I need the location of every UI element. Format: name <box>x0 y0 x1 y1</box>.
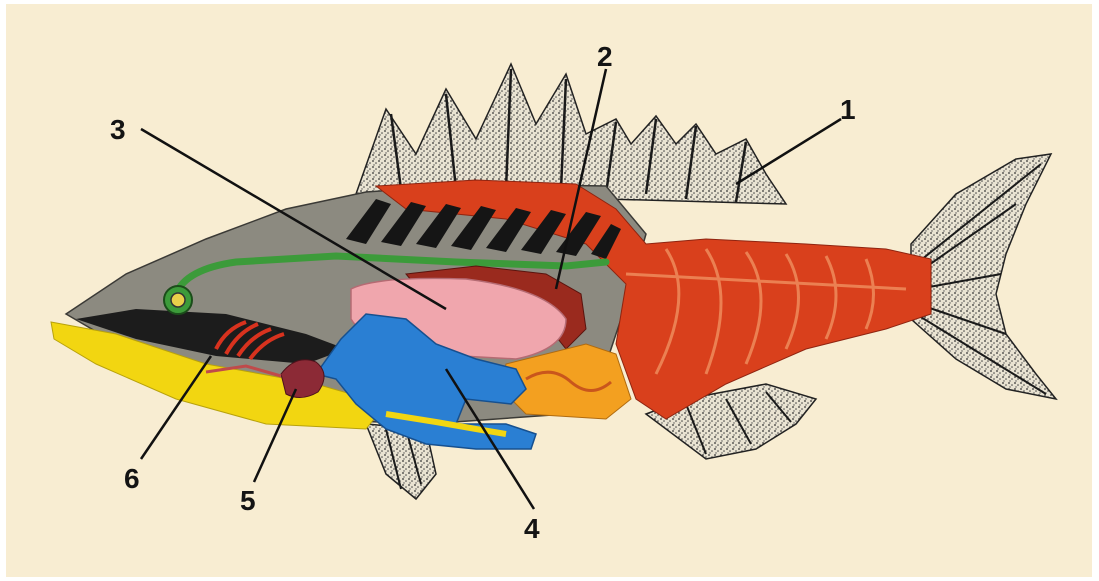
label-6: 6 <box>124 463 140 494</box>
tail-fin <box>911 154 1056 399</box>
fish-anatomy-diagram: 1 2 3 4 5 6 <box>6 4 1092 577</box>
label-3: 3 <box>110 114 126 145</box>
label-4: 4 <box>524 513 540 544</box>
fish-illustration: 1 2 3 4 5 6 <box>6 4 1092 577</box>
label-1: 1 <box>840 94 856 125</box>
eye <box>164 286 192 314</box>
label-5: 5 <box>240 485 256 516</box>
label-2: 2 <box>597 41 613 72</box>
